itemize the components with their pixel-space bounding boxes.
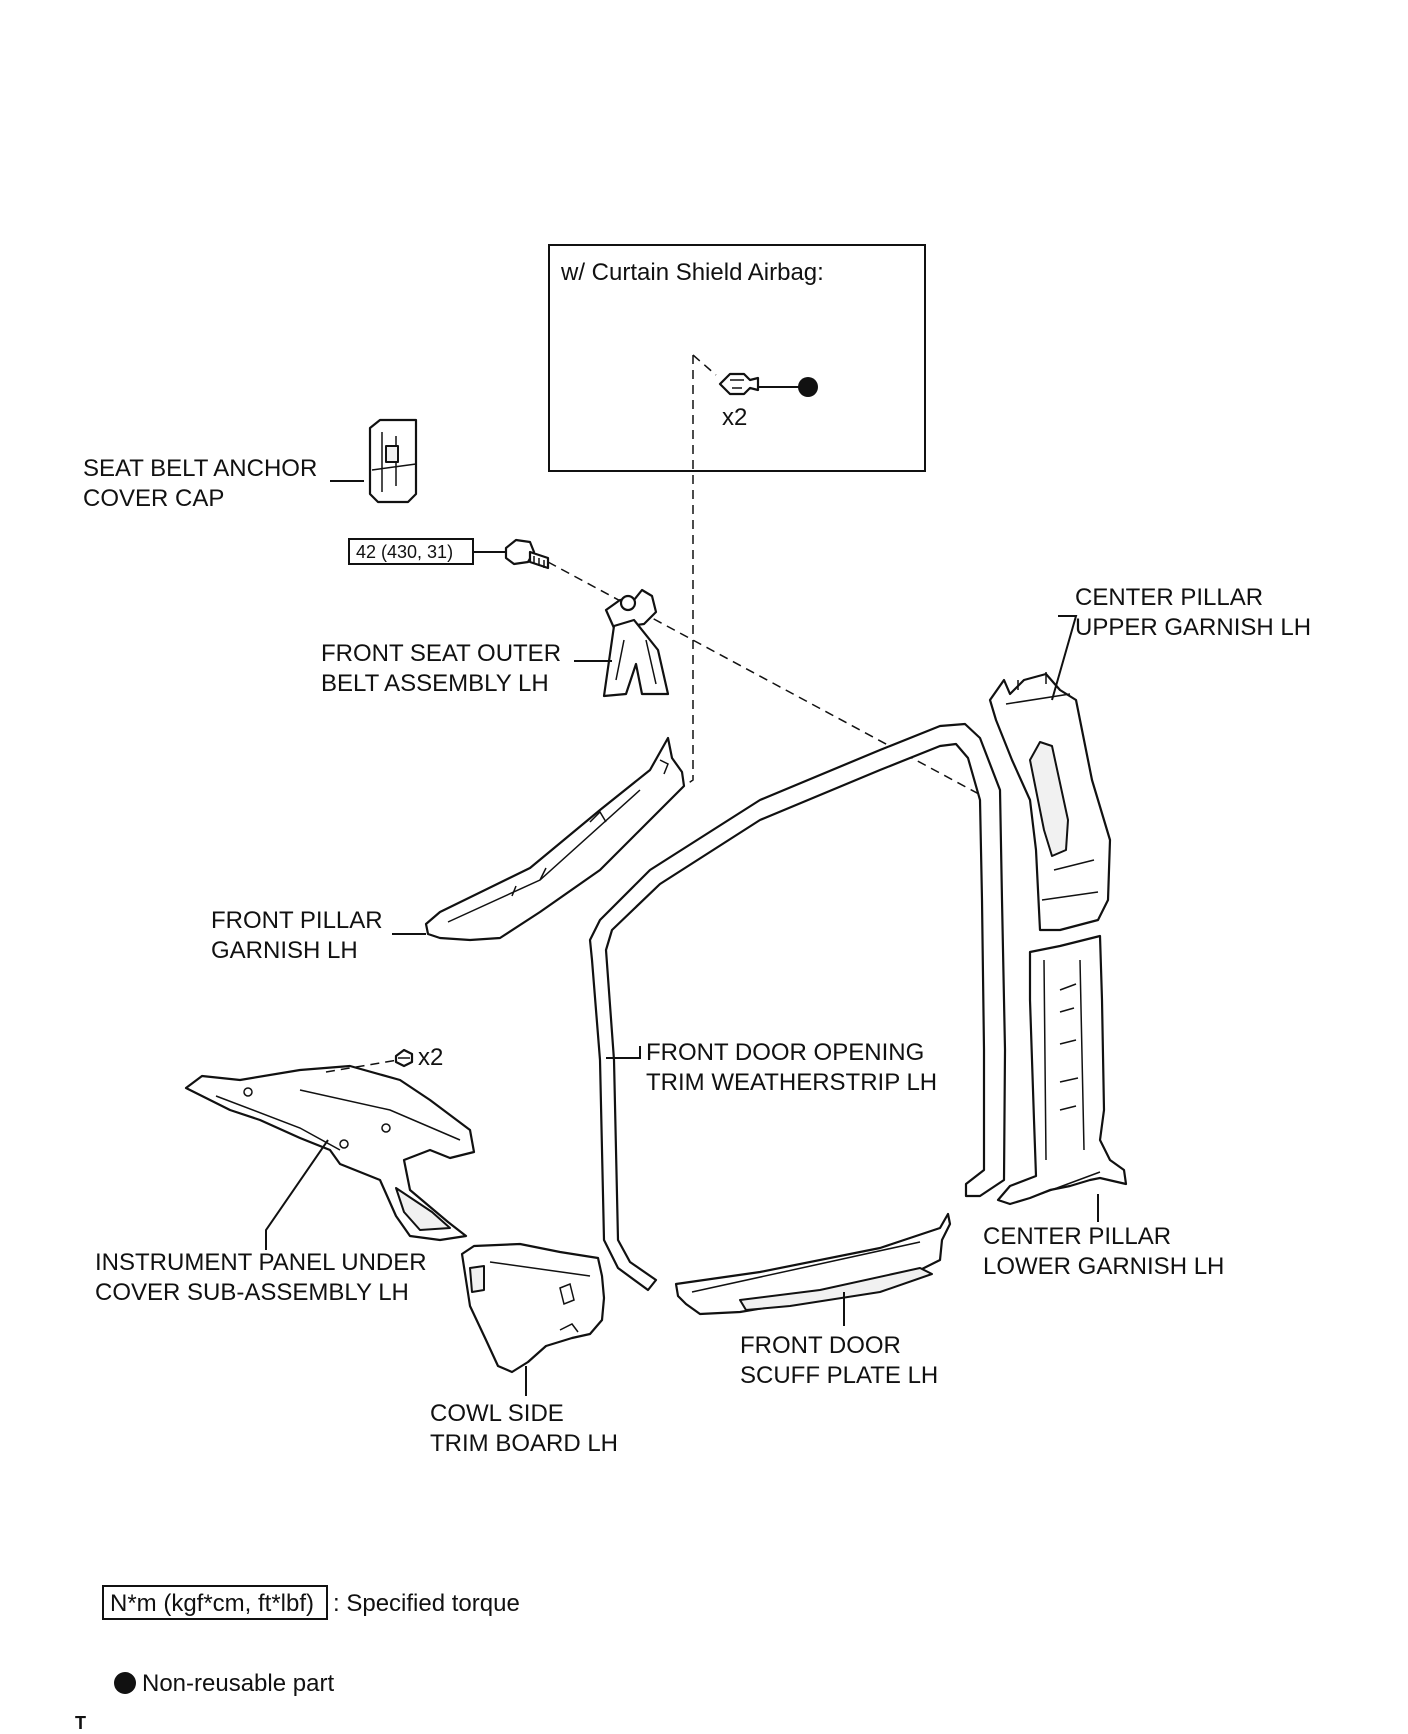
front-door-opening-weatherstrip [588, 722, 1007, 1292]
nonreusable-dot-icon [798, 377, 818, 397]
instrument-panel-under-cover [184, 1064, 476, 1242]
label-center-pillar-upper-line1: CENTER PILLAR [1075, 584, 1263, 611]
label-front-pillar-line1: FRONT PILLAR [211, 907, 383, 934]
screw-icon [394, 1048, 414, 1068]
torque-spec-box [348, 538, 474, 565]
legend-nonreusable-text: Non-reusable part [142, 1670, 334, 1697]
legend: N*m (kgf*cm, ft*lbf) : Specified torque … [102, 1585, 520, 1697]
cowl-side-trim-board [460, 1242, 606, 1374]
label-cowl-side-line1: COWL SIDE [430, 1400, 564, 1427]
label-front-seat-belt-line1: FRONT SEAT OUTER [321, 640, 561, 667]
label-instrument-panel-line1: INSTRUMENT PANEL UNDER [95, 1249, 427, 1276]
inset-qty: x2 [722, 404, 747, 431]
label-cowl-side-line2: TRIM BOARD LH [430, 1430, 618, 1457]
legend-torque-box [102, 1585, 328, 1620]
front-seat-outer-belt-assembly [602, 588, 670, 698]
bolt-icon [504, 538, 550, 570]
front-door-scuff-plate [674, 1212, 952, 1316]
curtain-airbag-inset: w/ Curtain Shield Airbag: x2 [548, 244, 926, 472]
label-seat-belt-anchor-line2: COVER CAP [83, 485, 224, 512]
inset-title: w/ Curtain Shield Airbag: [560, 259, 824, 286]
legend-torque-text: : Specified torque [333, 1590, 520, 1617]
legend-torque-unit: N*m (kgf*cm, ft*lbf) [110, 1590, 314, 1617]
label-seat-belt-anchor-line1: SEAT BELT ANCHOR [83, 455, 317, 482]
legend-nonreusable-dot-icon [114, 1672, 136, 1694]
label-center-pillar-lower-line1: CENTER PILLAR [983, 1223, 1171, 1250]
label-weatherstrip-line2: TRIM WEATHERSTRIP LH [646, 1069, 937, 1096]
reference-line-clip [683, 355, 694, 787]
clip-icon [718, 372, 760, 396]
label-weatherstrip-line1: FRONT DOOR OPENING [646, 1039, 924, 1066]
seat-belt-anchor-cover-cap [368, 418, 418, 504]
center-pillar-upper-garnish [988, 672, 1112, 932]
screw-qty: x2 [418, 1044, 443, 1071]
label-center-pillar-lower-line2: LOWER GARNISH LH [983, 1253, 1224, 1280]
label-front-seat-belt-line2: BELT ASSEMBLY LH [321, 670, 549, 697]
label-front-pillar-line2: GARNISH LH [211, 937, 358, 964]
label-instrument-panel-line2: COVER SUB-ASSEMBLY LH [95, 1279, 409, 1306]
label-scuff-plate-line2: SCUFF PLATE LH [740, 1362, 938, 1389]
torque-spec-value: 42 (430, 31) [356, 542, 453, 562]
label-scuff-plate-line1: FRONT DOOR [740, 1332, 901, 1359]
front-pillar-garnish [424, 736, 686, 942]
label-center-pillar-upper-line2: UPPER GARNISH LH [1075, 614, 1311, 641]
corner-mark: T [75, 1713, 86, 1733]
center-pillar-lower-garnish [996, 934, 1128, 1206]
